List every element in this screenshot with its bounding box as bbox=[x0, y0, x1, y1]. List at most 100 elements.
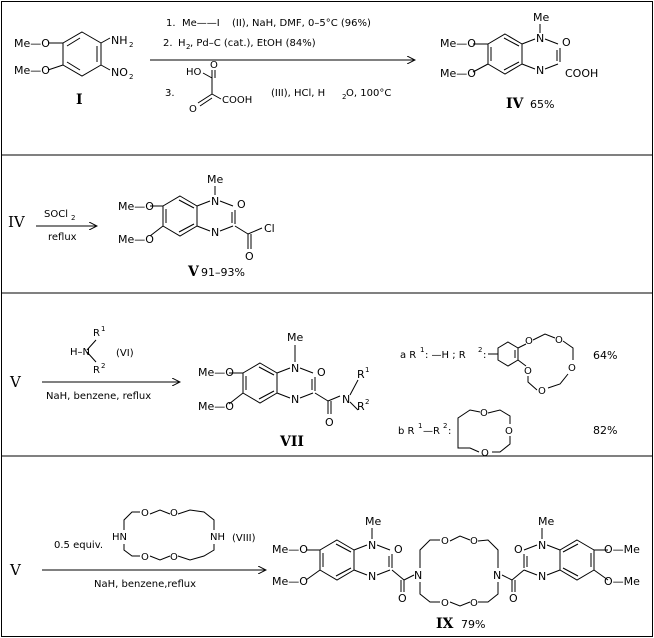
IX-ome-b: O—Me bbox=[604, 575, 640, 588]
VII-n2: N bbox=[291, 393, 299, 406]
compound-VII: Me N N N O O R 1 R 2 Me—O Me—O VII bbox=[198, 331, 369, 450]
IX-n-l1: N bbox=[368, 539, 376, 552]
VII-o1: O bbox=[317, 366, 326, 379]
VII-r1-sup: 1 bbox=[365, 366, 369, 374]
VI-label: (VI) bbox=[116, 348, 134, 359]
VII-r1: R bbox=[357, 368, 365, 381]
diaza-crown-VIII: HN NH O O O O (VIII) bbox=[112, 508, 256, 563]
opt-b-sup1: 1 bbox=[418, 422, 422, 430]
IX-crown-o3: O bbox=[441, 598, 449, 609]
VII-r2-sup: 2 bbox=[365, 398, 369, 406]
I-label: I bbox=[76, 92, 83, 108]
VIII-o2: O bbox=[170, 508, 178, 519]
panel4-equiv: 0.5 equiv. bbox=[54, 540, 103, 551]
IV-label: IV bbox=[506, 96, 525, 112]
opt-b-colon: : bbox=[448, 426, 451, 437]
VIII-o3: O bbox=[141, 552, 149, 563]
panel2-cond: reflux bbox=[48, 232, 77, 243]
IX-meo-b: Me—O bbox=[272, 575, 308, 588]
IX-n-r2: N bbox=[538, 570, 546, 583]
step1-reagent: Me——I bbox=[182, 18, 220, 29]
VII-meo-a: Me—O bbox=[198, 366, 234, 379]
V-label: V bbox=[187, 264, 200, 280]
VII-o2: O bbox=[325, 416, 334, 429]
step1-rest: (II), NaH, DMF, 0–5°C (96%) bbox=[232, 18, 371, 29]
IV-o: O bbox=[562, 36, 571, 49]
option-b: b R 1 —R 2 : O O O 82% bbox=[398, 408, 617, 459]
VI-r1-sup: 1 bbox=[101, 325, 105, 333]
IX-o-r1: O bbox=[514, 543, 523, 556]
IX-yield: 79% bbox=[461, 618, 485, 631]
opt-a-colon: : bbox=[483, 350, 486, 361]
panel2-start-label: IV bbox=[8, 213, 26, 231]
opt-b-yield: 82% bbox=[593, 424, 617, 437]
IX-n-crown-r: N bbox=[493, 569, 501, 582]
IV-n2: N bbox=[536, 64, 544, 77]
IX-o-l1: O bbox=[394, 543, 403, 556]
opt-a-mid: : —H ; R bbox=[425, 350, 466, 361]
I-nh2-sub: 2 bbox=[129, 41, 133, 49]
crown-a-o1: O bbox=[525, 336, 533, 347]
crown-b-o1: O bbox=[480, 408, 488, 419]
VII-me: Me bbox=[287, 331, 303, 344]
crown-a-o5: O bbox=[538, 386, 546, 397]
IV-meo-a: Me—O bbox=[440, 37, 476, 50]
VIII-o1: O bbox=[141, 508, 149, 519]
IX-crown-o1: O bbox=[441, 536, 449, 547]
III-o1: O bbox=[210, 60, 218, 71]
step2-num: 2. bbox=[163, 38, 173, 49]
V-yield: 91–93% bbox=[201, 266, 245, 279]
socl2-sub: 2 bbox=[71, 214, 75, 222]
VIII-label: (VIII) bbox=[232, 533, 256, 544]
I-meo-a: Me—O bbox=[14, 37, 50, 50]
III-ho: HO bbox=[186, 67, 202, 78]
V-n1: N bbox=[211, 195, 219, 208]
panel4-cond: NaH, benzene,reflux bbox=[94, 579, 196, 590]
panel3-cond: NaH, benzene, reflux bbox=[46, 391, 151, 402]
VII-n1: N bbox=[291, 362, 299, 375]
VIII-hn: HN bbox=[112, 532, 127, 543]
panel4-start-label: V bbox=[9, 561, 22, 579]
crown-b-o3: O bbox=[481, 448, 489, 459]
amine-VI: H–N R 1 R 2 (VI) bbox=[70, 325, 134, 376]
step3-rest2: O, 100°C bbox=[346, 88, 391, 99]
IX-me-left: Me bbox=[365, 515, 381, 528]
III-o2: O bbox=[189, 104, 197, 115]
IV-n1: N bbox=[536, 32, 544, 45]
step2-rest: , Pd–C (cat.), EtOH (84%) bbox=[190, 38, 316, 49]
V-cl: Cl bbox=[264, 222, 275, 235]
VII-label: VII bbox=[279, 434, 304, 450]
V-o1: O bbox=[237, 198, 246, 211]
IX-ome-a: O—Me bbox=[604, 543, 640, 556]
VII-r2: R bbox=[357, 400, 365, 413]
compound-V: Me N N O O Cl Me—O Me—O V 91–93% bbox=[118, 173, 275, 280]
opt-b-mid: —R bbox=[423, 426, 440, 437]
IX-n-l2: N bbox=[368, 570, 376, 583]
I-meo-b: Me—O bbox=[14, 64, 50, 77]
IX-label: IX bbox=[436, 616, 454, 632]
I-no2: NO bbox=[111, 66, 128, 79]
option-a: a R 1 : —H ; R 2 : O O O O O 64% bbox=[400, 333, 617, 397]
V-meo-b: Me—O bbox=[118, 233, 154, 246]
step2-h: H bbox=[178, 38, 186, 49]
IX-n-crown-l: N bbox=[414, 569, 422, 582]
VII-n3: N bbox=[342, 393, 350, 406]
step1-num: 1. bbox=[166, 18, 176, 29]
VII-meo-b: Me—O bbox=[198, 400, 234, 413]
step3-h2o-sub: 2 bbox=[342, 93, 346, 101]
IV-cooh: COOH bbox=[565, 67, 598, 80]
VIII-nh: NH bbox=[210, 532, 225, 543]
crown-a-o4: O bbox=[568, 363, 576, 374]
VIII-o4: O bbox=[170, 552, 178, 563]
IV-yield: 65% bbox=[530, 98, 554, 111]
V-n2: N bbox=[211, 226, 219, 239]
IX-o-l2: O bbox=[398, 592, 407, 605]
VI-r2: R bbox=[93, 365, 100, 376]
panel1-conditions: 1. Me——I (II), NaH, DMF, 0–5°C (96%) 2. … bbox=[150, 18, 415, 115]
opt-b-prefix: b R bbox=[398, 426, 415, 437]
opt-a-yield: 64% bbox=[593, 349, 617, 362]
compound-IV: Me N N O COOH Me—O Me—O IV 65% bbox=[440, 11, 598, 112]
